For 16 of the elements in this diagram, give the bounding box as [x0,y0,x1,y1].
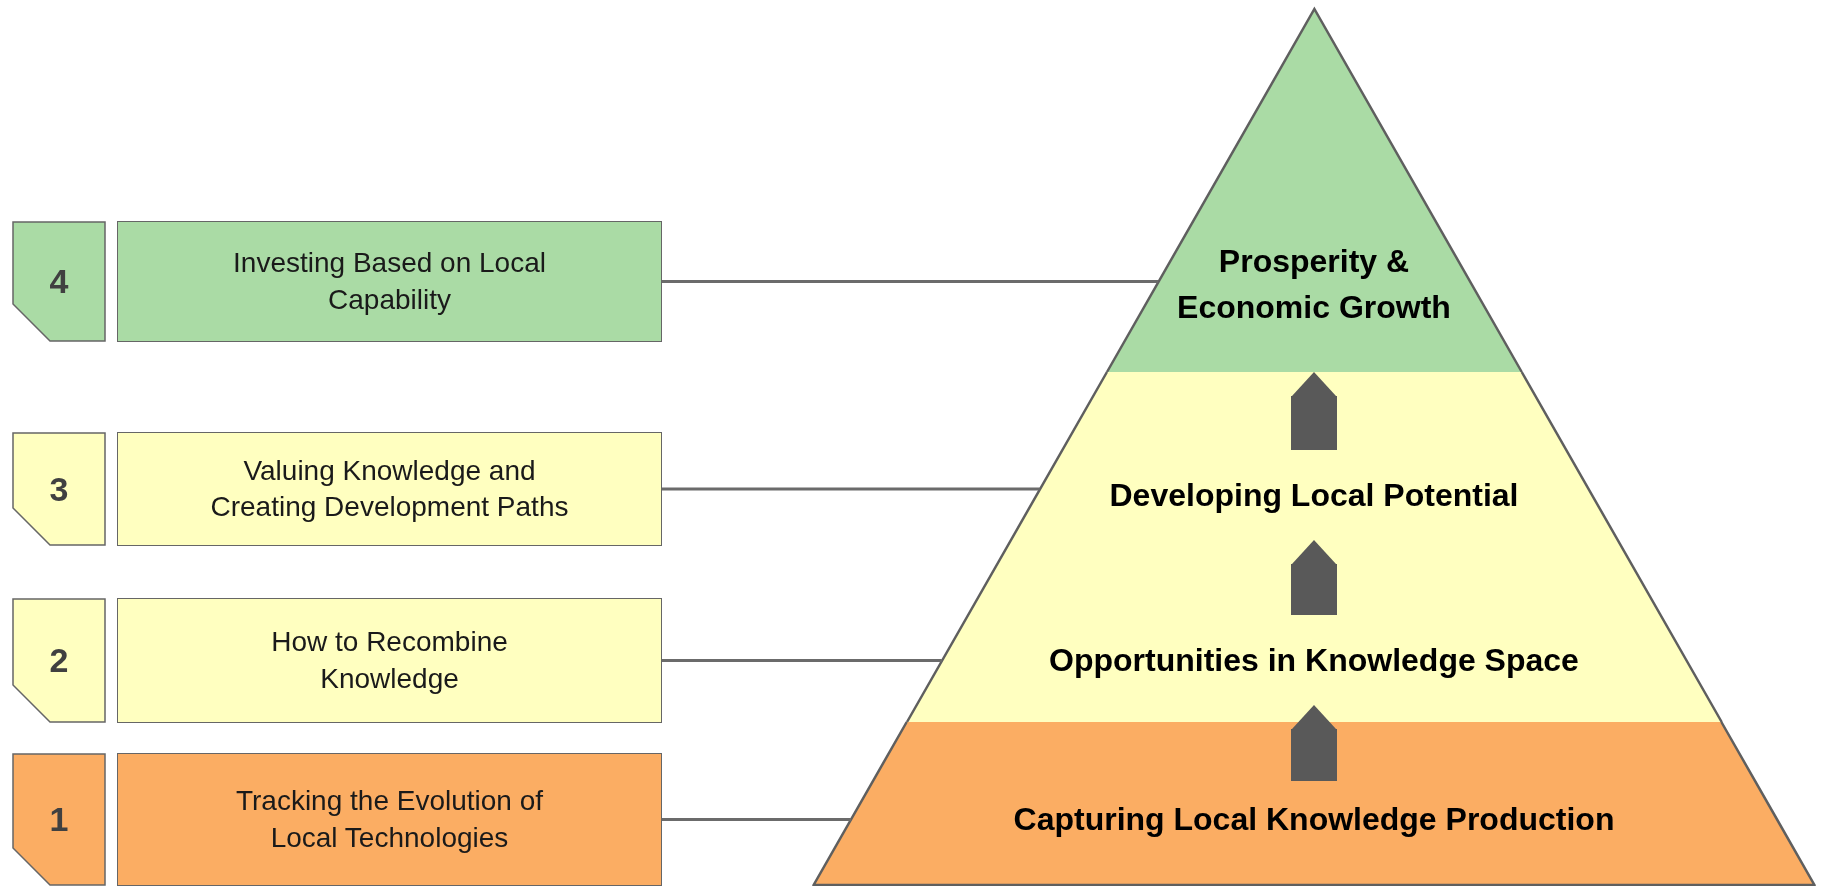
step-number: 4 [49,261,69,302]
step-number: 3 [49,468,69,510]
level-title: Prosperity & Economic Growth [1176,241,1452,327]
level-title: Capturing Local Knowledge Production [1013,799,1615,839]
step-box: Tracking the Evolution of Local Technologies [117,753,662,886]
step-box: Valuing Knowledge and Creating Development Paths [117,432,662,546]
leader-line [662,487,1040,491]
leader-line [662,818,851,821]
step-box: Investing Based on Local Capability [117,221,662,342]
leader-line [662,659,942,662]
step-number: 2 [49,640,69,681]
step-box: How to Recombine Knowledge [117,598,662,723]
leader-line [662,280,1159,283]
step-number: 1 [49,799,69,840]
level-title: Developing Local Potential [1109,475,1519,515]
level-title: Opportunities in Knowledge Space [1049,640,1579,680]
